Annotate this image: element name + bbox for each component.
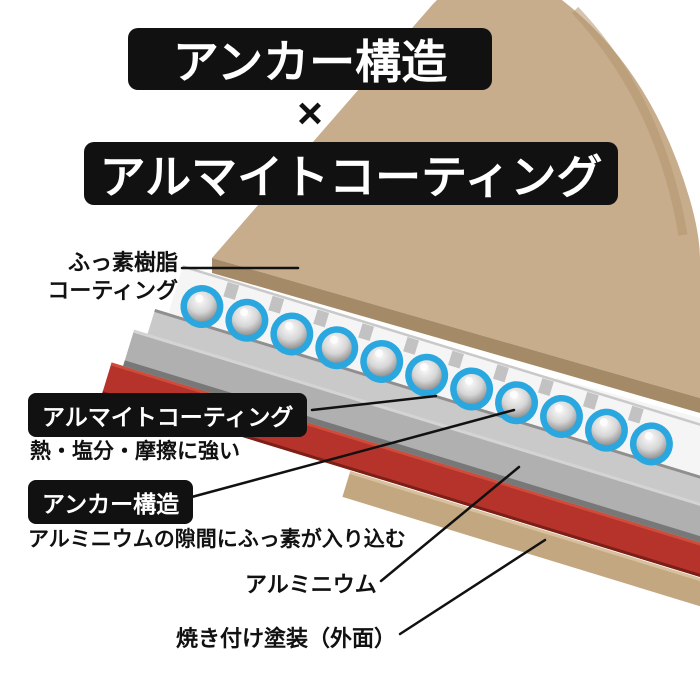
anchor-callout-line (186, 408, 516, 500)
alumite-coating-banner: アルマイトコーティング (84, 142, 618, 205)
fluorine-label-line2: コーティング (47, 278, 178, 303)
paint-callout-line (398, 538, 547, 636)
outer-surface-layer (342, 471, 700, 608)
anchor-structure-badge: アンカー構造 (28, 480, 194, 524)
baked-paint-label: 焼き付け塗装（外面） (176, 626, 397, 651)
anchor-structure-banner: アンカー構造 (128, 28, 492, 90)
aluminum-label: アルミニウム (245, 572, 377, 597)
anchor-description: アルミニウムの隙間にふっ素が入り込む (28, 528, 406, 551)
pan-slab-thickness (212, 258, 700, 413)
times-symbol: × (297, 89, 323, 138)
fluorine-label-line1: ふっ素樹脂 (67, 250, 178, 275)
alumite-description: 熱・塩分・摩擦に強い (30, 440, 240, 463)
pan-curve-shading (571, 6, 688, 236)
alumite-coating-badge: アルマイトコーティング (28, 393, 308, 437)
aluminum-callout-line (379, 465, 521, 583)
fluorine-coating-label: ふっ素樹脂 コーティング (28, 249, 178, 305)
alumite-pores (223, 281, 644, 424)
alumite-callout-line (310, 394, 438, 412)
callout-lines (180, 266, 547, 636)
